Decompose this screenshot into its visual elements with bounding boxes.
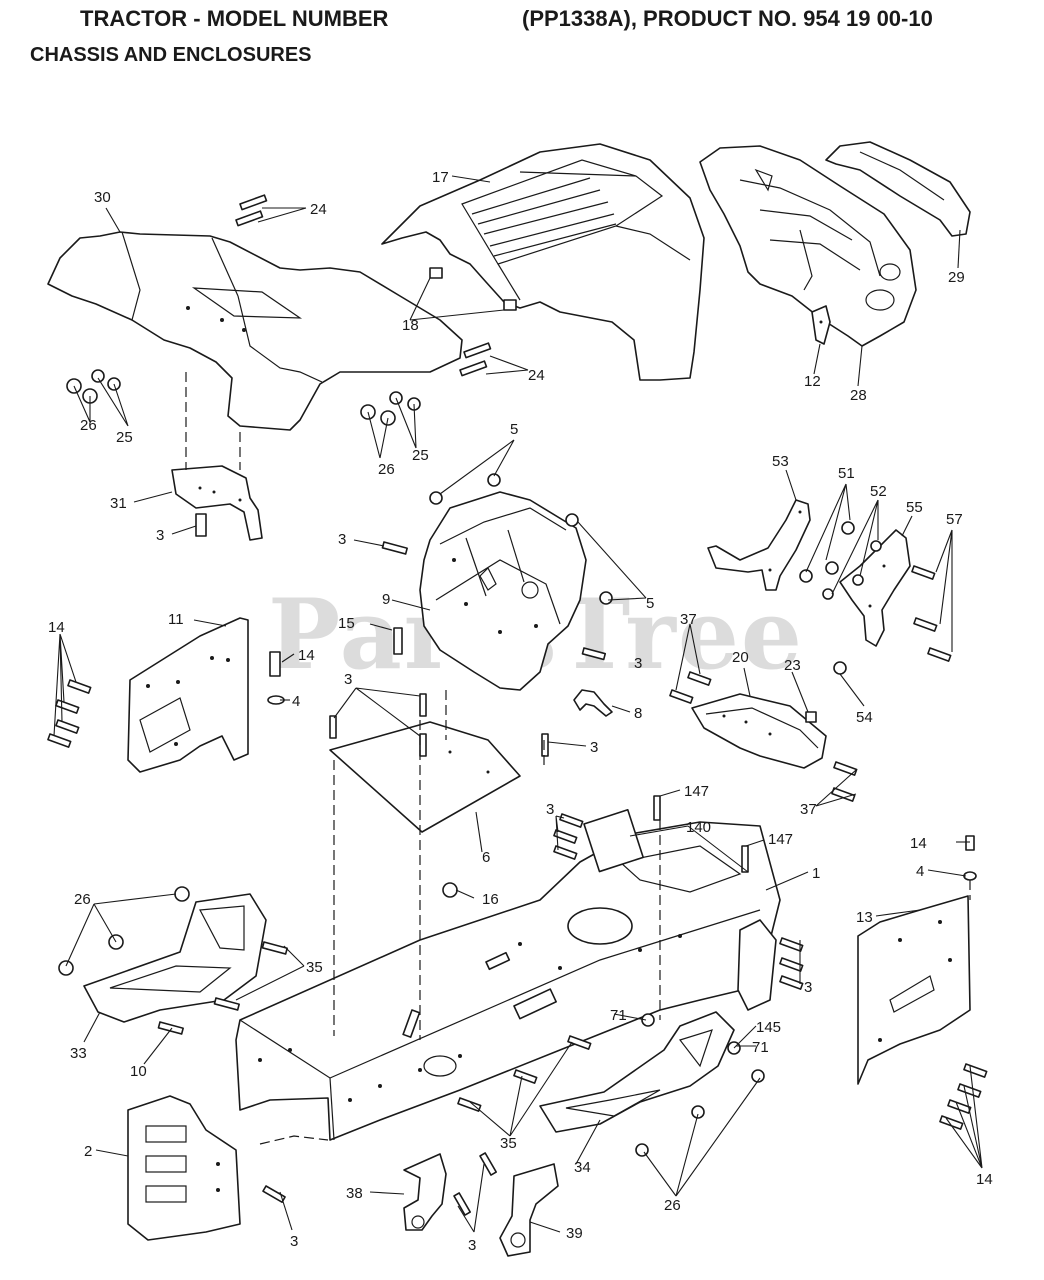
callout-2: 2 xyxy=(84,1143,92,1160)
callout-147: 147 xyxy=(684,783,709,800)
callout-9: 9 xyxy=(382,591,390,608)
callout-38: 38 xyxy=(346,1185,363,1202)
callout-54: 54 xyxy=(856,709,873,726)
callout-28: 28 xyxy=(850,387,867,404)
part-31-bracket[interactable] xyxy=(171,465,263,541)
callout-55: 55 xyxy=(906,499,923,516)
callout-3: 3 xyxy=(634,655,642,672)
callout-71: 71 xyxy=(752,1039,769,1056)
callout-5: 5 xyxy=(646,595,654,612)
part-12-bracket[interactable] xyxy=(811,305,831,345)
part-1-frame[interactable] xyxy=(235,821,781,1141)
callout-25: 25 xyxy=(412,447,429,464)
callout-52: 52 xyxy=(870,483,887,500)
hardware-group xyxy=(47,194,988,1216)
callout-16: 16 xyxy=(482,891,499,908)
callout-4: 4 xyxy=(292,693,300,710)
callout-30: 30 xyxy=(94,189,111,206)
callout-23: 23 xyxy=(784,657,801,674)
part-13-side-panel[interactable] xyxy=(857,895,971,1085)
callout-3: 3 xyxy=(546,801,554,818)
callout-4: 4 xyxy=(916,863,924,880)
callout-10: 10 xyxy=(130,1063,147,1080)
callout-24: 24 xyxy=(310,201,327,218)
alignment-lines xyxy=(185,372,971,1145)
callout-14: 14 xyxy=(48,619,65,636)
callout-140: 140 xyxy=(686,819,711,836)
callout-34: 34 xyxy=(574,1159,591,1176)
callout-37: 37 xyxy=(680,611,697,628)
part-30-fender[interactable] xyxy=(47,231,463,431)
callout-33: 33 xyxy=(70,1045,87,1062)
callout-15: 15 xyxy=(338,615,355,632)
part-6-plate[interactable] xyxy=(329,721,521,833)
callout-51: 51 xyxy=(838,465,855,482)
callout-26: 26 xyxy=(664,1197,681,1214)
callout-57: 57 xyxy=(946,511,963,528)
callout-25: 25 xyxy=(116,429,133,446)
callout-39: 39 xyxy=(566,1225,583,1242)
callout-71: 71 xyxy=(610,1007,627,1024)
callout-53: 53 xyxy=(772,453,789,470)
callout-3: 3 xyxy=(344,671,352,688)
part-34-footrest[interactable] xyxy=(539,1011,735,1133)
diagram-title-left: TRACTOR - MODEL NUMBER xyxy=(80,6,389,31)
callout-37: 37 xyxy=(800,801,817,818)
callout-145: 145 xyxy=(756,1019,781,1036)
callout-26: 26 xyxy=(378,461,395,478)
part-28-grille[interactable] xyxy=(699,145,917,347)
callout-35: 35 xyxy=(500,1135,517,1152)
callout-26: 26 xyxy=(80,417,97,434)
callout-18: 18 xyxy=(402,317,419,334)
callout-147: 147 xyxy=(768,831,793,848)
callout-3: 3 xyxy=(468,1237,476,1254)
callout-13: 13 xyxy=(856,909,873,926)
callout-1: 1 xyxy=(812,865,820,882)
part-17-hood[interactable] xyxy=(381,143,705,381)
part-33-footrest[interactable] xyxy=(83,893,267,1023)
callout-20: 20 xyxy=(732,649,749,666)
callout-35: 35 xyxy=(306,959,323,976)
callout-12: 12 xyxy=(804,373,821,390)
callout-14: 14 xyxy=(910,835,927,852)
callout-31: 31 xyxy=(110,495,127,512)
part-9-dash-panel[interactable] xyxy=(419,491,587,691)
callout-24: 24 xyxy=(528,367,545,384)
leader-lines xyxy=(53,175,983,1233)
callout-8: 8 xyxy=(634,705,642,722)
callout-3: 3 xyxy=(156,527,164,544)
part-39-bracket[interactable] xyxy=(499,1163,559,1257)
part-29-trim[interactable] xyxy=(825,141,971,237)
callout-6: 6 xyxy=(482,849,490,866)
part-55-bracket[interactable] xyxy=(839,529,911,647)
callout-3: 3 xyxy=(804,979,812,996)
part-8-clip[interactable] xyxy=(573,689,613,717)
part-53-bracket[interactable] xyxy=(707,499,811,591)
diagram-title-right: (PP1338A), PRODUCT NO. 954 19 00-10 xyxy=(522,6,933,31)
callout-14: 14 xyxy=(298,647,315,664)
callout-26: 26 xyxy=(74,891,91,908)
part-20-bracket[interactable] xyxy=(691,693,827,769)
part-2-bracket[interactable] xyxy=(127,1095,241,1241)
callout-3: 3 xyxy=(590,739,598,756)
part-38-bracket[interactable] xyxy=(403,1153,447,1231)
part-11-side-panel[interactable] xyxy=(127,617,249,773)
callout-3: 3 xyxy=(338,531,346,548)
callout-3: 3 xyxy=(290,1233,298,1250)
callout-17: 17 xyxy=(432,169,449,186)
callout-labels: 30 24 17 29 18 12 28 24 25 26 26 25 5 31… xyxy=(48,169,993,1254)
callout-29: 29 xyxy=(948,269,965,286)
callout-11: 11 xyxy=(168,611,184,628)
callout-5: 5 xyxy=(510,421,518,438)
callout-14: 14 xyxy=(976,1171,993,1188)
diagram-subtitle: CHASSIS AND ENCLOSURES xyxy=(30,44,312,66)
